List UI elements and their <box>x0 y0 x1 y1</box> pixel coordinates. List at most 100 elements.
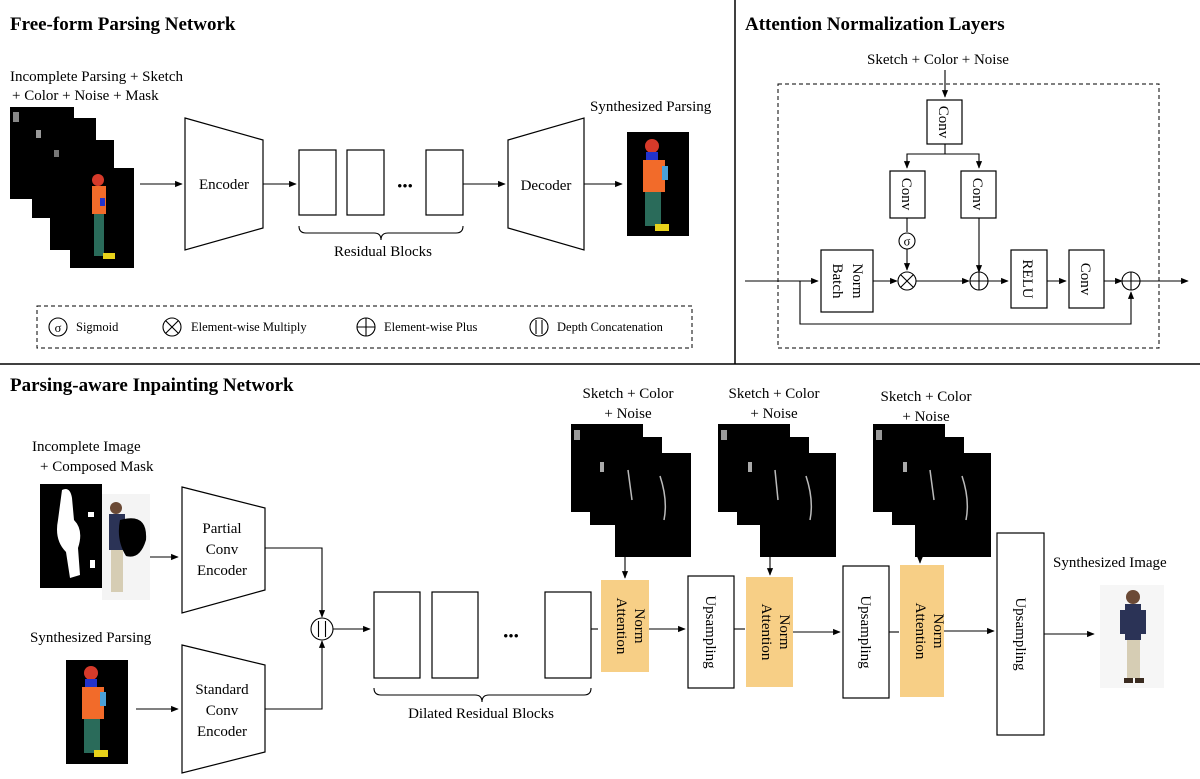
attn-norm-2-label-a: Attention <box>758 604 774 661</box>
upsampling-block-1 <box>687 575 735 689</box>
dilated-brace <box>373 687 592 703</box>
sketch-stack-3 <box>873 424 991 557</box>
legend-sigmoid: σ Sigmoid <box>48 317 119 337</box>
legend-plus: Element-wise Plus <box>356 317 478 337</box>
legend-plus-label: Element-wise Plus <box>384 320 478 334</box>
parsing-input-label-1: Incomplete Parsing + Sketch <box>10 69 184 85</box>
partial-encoder-label-3: Encoder <box>197 563 247 579</box>
attention-norm-title: Attention Normalization Layers <box>745 14 1005 35</box>
residual-block-2 <box>346 149 385 216</box>
standard-encoder-label-3: Encoder <box>197 724 247 740</box>
legend-concat-label: Depth Concatenation <box>557 320 664 334</box>
upsampling-block-3 <box>996 532 1045 736</box>
residual-brace <box>298 225 464 241</box>
arrow-to-left-conv <box>903 144 946 169</box>
upsampling-block-2 <box>842 565 890 699</box>
attn-dashed-box <box>777 83 1160 349</box>
parsing-input-stack <box>10 107 134 268</box>
dilated-block-1 <box>373 591 421 679</box>
left-conv-label: Conv <box>898 178 914 211</box>
legend-box <box>36 305 693 349</box>
arrow-partial-to-concat <box>265 547 326 618</box>
synth-image-label: Synthesized Image <box>1053 555 1167 571</box>
upsampling-2-label: Upsampling <box>857 595 873 669</box>
dilated-block-2 <box>431 591 479 679</box>
skip-connection <box>799 281 1135 325</box>
partial-encoder-label-1: Partial <box>202 521 241 537</box>
sketch-label-2b: + Noise <box>750 406 798 422</box>
sketch-label-2a: Sketch + Color <box>729 386 820 402</box>
sketch-label-3a: Sketch + Color <box>881 389 972 405</box>
multiply-icon <box>162 317 182 337</box>
final-conv-block <box>1068 249 1105 309</box>
sigmoid-node-label: σ <box>904 235 911 249</box>
batch-norm-label-1: Batch <box>829 264 845 299</box>
dilated-blocks-label: Dilated Residual Blocks <box>408 706 554 722</box>
decoder-block <box>507 117 585 251</box>
parsing-input-label-2: + Color + Noise + Mask <box>12 88 159 104</box>
synth-parsing-input-image <box>66 660 128 764</box>
legend-multiply: Element-wise Multiply <box>162 317 307 337</box>
arrow-to-right-conv <box>945 153 983 169</box>
attention-norm-block-2 <box>746 577 793 687</box>
depth-concat-icon <box>310 617 334 641</box>
attn-norm-1-label-a: Attention <box>613 598 629 655</box>
legend-sigmoid-label: Sigmoid <box>76 320 119 334</box>
partial-conv-encoder-block <box>181 486 266 614</box>
synth-parsing-label: Synthesized Parsing <box>590 99 712 115</box>
free-form-parsing-title: Free-form Parsing Network <box>10 14 236 35</box>
residual-ellipsis: ••• <box>397 179 413 195</box>
dilated-ellipsis: ••• <box>503 629 519 645</box>
synth-image <box>1100 585 1164 688</box>
synth-parsing-input-label: Synthesized Parsing <box>30 630 152 646</box>
top-conv-label: Conv <box>935 106 951 139</box>
sketch-label-3b: + Noise <box>902 409 950 425</box>
batch-norm-label-2: Norm <box>849 264 865 299</box>
standard-encoder-label-1: Standard <box>195 682 249 698</box>
relu-block <box>1010 249 1048 309</box>
sigmoid-icon <box>48 317 68 337</box>
sketch-label-1b: + Noise <box>604 406 652 422</box>
incomplete-image <box>102 494 150 600</box>
attn-norm-2-label-b: Norm <box>776 615 792 650</box>
right-conv-label: Conv <box>969 178 985 211</box>
decoder-label: Decoder <box>521 178 572 194</box>
residual-block-3 <box>425 149 464 216</box>
concat-icon <box>529 317 549 337</box>
residual-block-1 <box>298 149 337 216</box>
inpainting-title: Parsing-aware Inpainting Network <box>10 375 294 396</box>
encoder-block <box>184 117 264 251</box>
standard-conv-encoder-block <box>181 644 266 774</box>
right-conv-block <box>960 170 997 219</box>
upsampling-1-label: Upsampling <box>702 595 718 669</box>
batch-norm-block <box>820 249 874 313</box>
partial-encoder-label-2: Conv <box>206 542 239 558</box>
composed-mask-image <box>40 484 102 588</box>
dilated-block-3 <box>544 591 592 679</box>
attention-norm-block-1 <box>601 580 649 672</box>
left-conv-block <box>889 170 926 219</box>
upsampling-3-label: Upsampling <box>1012 597 1028 671</box>
encoder-label: Encoder <box>199 177 249 193</box>
residual-blocks-label: Residual Blocks <box>334 244 432 260</box>
arrow-standard-to-concat <box>265 640 326 710</box>
standard-encoder-label-2: Conv <box>206 703 239 719</box>
sketch-stack-2 <box>718 424 836 557</box>
attn-norm-3-label-a: Attention <box>912 603 928 660</box>
attn-norm-3-label-b: Norm <box>930 614 946 649</box>
incomplete-image-label-1: Incomplete Image <box>32 439 141 455</box>
sketch-stack-1 <box>571 424 691 557</box>
relu-label: RELU <box>1019 259 1035 298</box>
incomplete-image-label-2: + Composed Mask <box>40 459 154 475</box>
synth-parsing-image <box>627 132 689 236</box>
legend-concat: Depth Concatenation <box>529 317 664 337</box>
attn-input-label: Sketch + Color + Noise <box>867 52 1009 68</box>
attn-norm-1-label-b: Norm <box>631 609 647 644</box>
sketch-label-1a: Sketch + Color <box>583 386 674 402</box>
svg-text:σ: σ <box>55 321 62 335</box>
attention-norm-block-3 <box>900 565 944 697</box>
final-conv-label: Conv <box>1077 263 1093 296</box>
legend-multiply-label: Element-wise Multiply <box>191 320 307 334</box>
